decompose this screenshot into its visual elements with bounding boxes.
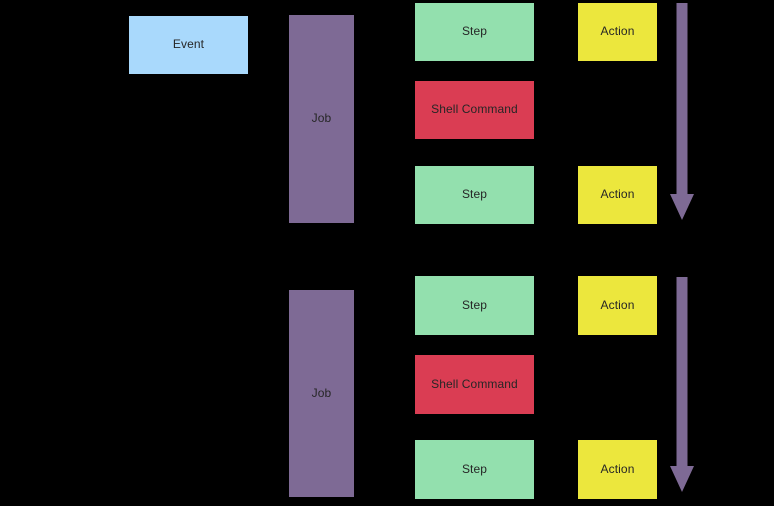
node-label: Step xyxy=(461,297,488,312)
node-job-1: Job xyxy=(289,15,354,223)
node-label: Job xyxy=(311,385,332,400)
node-label: Action xyxy=(600,187,635,202)
node-shell-2: Shell Command xyxy=(415,355,534,414)
node-job-2: Job xyxy=(289,290,354,497)
arrow-down-icon xyxy=(670,3,694,220)
node-label: Event xyxy=(172,37,205,52)
node-action-2b: Action xyxy=(578,440,657,499)
node-shell-1: Shell Command xyxy=(415,81,534,139)
node-action-1b: Action xyxy=(578,166,657,224)
arrow-down-glyph xyxy=(670,3,694,220)
node-action-1a: Action xyxy=(578,3,657,61)
node-label: Job xyxy=(311,111,332,126)
node-label: Step xyxy=(461,187,488,202)
node-label: Step xyxy=(461,24,488,39)
node-label: Shell Command xyxy=(431,102,518,117)
node-label: Step xyxy=(461,461,488,476)
node-step-1b: Step xyxy=(415,166,534,224)
node-action-2a: Action xyxy=(578,276,657,335)
arrow-down-glyph xyxy=(670,277,694,492)
node-step-2a: Step xyxy=(415,276,534,335)
node-label: Action xyxy=(600,297,635,312)
node-label: Shell Command xyxy=(431,376,518,391)
node-label: Action xyxy=(600,24,635,39)
arrow-down-icon xyxy=(670,277,694,492)
node-label: Action xyxy=(600,461,635,476)
node-step-2b: Step xyxy=(415,440,534,499)
node-event: Event xyxy=(129,16,248,74)
node-step-1a: Step xyxy=(415,3,534,61)
